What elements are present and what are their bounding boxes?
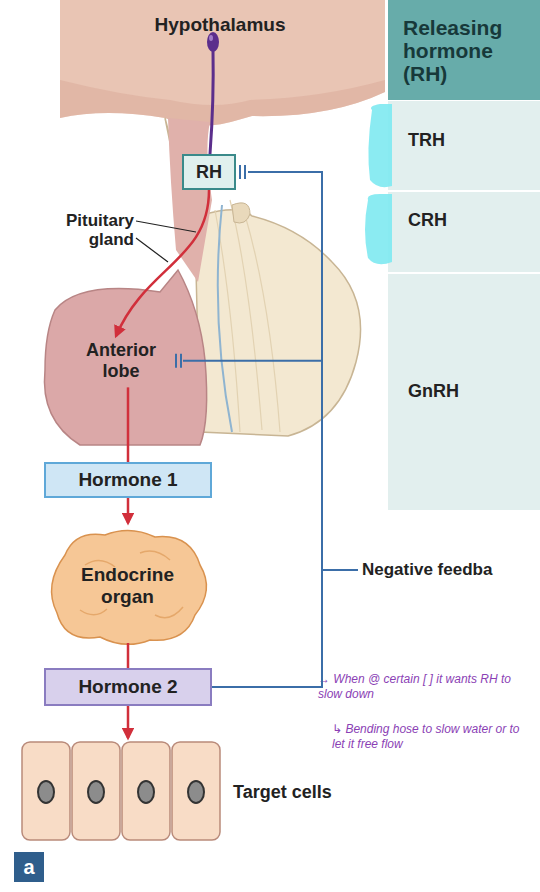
highlighter-mark bbox=[368, 104, 392, 187]
structure-name: Hypothalamus bbox=[140, 14, 300, 36]
posterior-lobe-fibers bbox=[215, 200, 280, 432]
table-cell: GnRH bbox=[408, 381, 459, 402]
hypothalamus-tissue bbox=[60, 0, 385, 126]
table-cell bbox=[388, 101, 540, 190]
connector-line bbox=[127, 387, 130, 462]
connector-line bbox=[127, 643, 130, 668]
flow-arrow bbox=[128, 706, 129, 738]
node-label: Target cells bbox=[233, 782, 332, 803]
stalk-bump bbox=[232, 203, 250, 223]
table-header-cell bbox=[388, 0, 540, 100]
connector-line bbox=[116, 190, 209, 336]
connector-line bbox=[127, 498, 130, 523]
leader-line bbox=[136, 221, 196, 262]
node-label: Endocrine organ bbox=[68, 564, 188, 608]
flow-arrow bbox=[128, 498, 129, 523]
connector-line bbox=[183, 361, 322, 687]
neuron-highlight bbox=[209, 35, 213, 41]
node-label: Hormone 2 bbox=[78, 676, 177, 698]
table-cell: TRH bbox=[408, 130, 445, 151]
edge-label: Negative feedba bbox=[362, 560, 492, 580]
node-label: Anterior lobe bbox=[75, 340, 167, 381]
hypothalamus-shading bbox=[60, 80, 385, 126]
endocrine-organ: Endocrine organ bbox=[45, 525, 210, 647]
table-cell bbox=[388, 192, 540, 272]
leader-line bbox=[322, 569, 358, 571]
flow-arrow bbox=[128, 387, 129, 462]
lobe-boundary bbox=[218, 205, 232, 432]
connector-line bbox=[127, 706, 130, 738]
inhibition-bar bbox=[180, 354, 182, 368]
anterior-lobe: Anterior lobe bbox=[40, 270, 215, 445]
feedback-connector bbox=[176, 354, 322, 687]
highlighter-mark bbox=[365, 194, 392, 264]
connector-line bbox=[212, 172, 322, 687]
hormone-box: Hormone 1 bbox=[44, 462, 212, 498]
table-cell: CRH bbox=[408, 210, 447, 231]
inhibition-bar bbox=[244, 165, 246, 179]
handwritten-note: ↳ Bending hose to slow water or to let i… bbox=[332, 722, 532, 752]
panel-letter: a bbox=[14, 852, 44, 882]
structure-name: Pituitary gland bbox=[30, 212, 134, 249]
pituitary-stalk bbox=[168, 118, 212, 282]
flow-arrow bbox=[116, 190, 209, 336]
axon bbox=[210, 50, 213, 154]
releasing-hormone-box: RH bbox=[182, 154, 236, 190]
handwritten-note: → When @ certain [ ] it wants RH to slow… bbox=[318, 672, 533, 702]
feedback-connector bbox=[212, 165, 322, 687]
target-cells: Target cells bbox=[20, 740, 365, 845]
table-header: Releasing hormone (RH) bbox=[403, 16, 538, 85]
node-label: RH bbox=[196, 162, 222, 183]
table-cell bbox=[388, 274, 540, 510]
flow-arrow bbox=[128, 643, 129, 668]
inhibition-bar bbox=[175, 354, 177, 368]
node-label: Hormone 1 bbox=[78, 469, 177, 491]
inhibition-bar bbox=[239, 165, 241, 179]
hormone-box: Hormone 2 bbox=[44, 668, 212, 706]
